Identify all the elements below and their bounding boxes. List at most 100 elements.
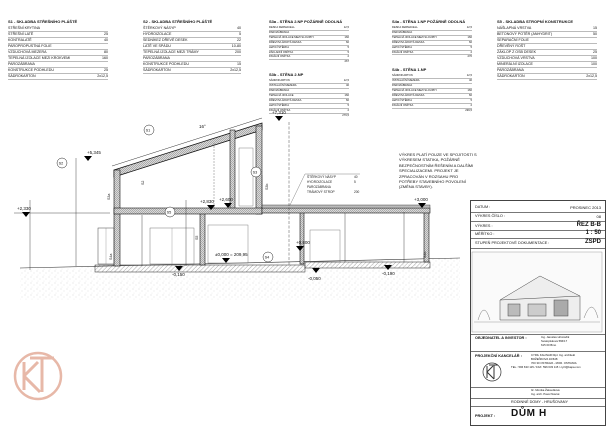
svg-text:5: 5 [354, 180, 356, 184]
spec-layer: PAROPROPUSTNÁ FOLIE [8, 44, 52, 48]
spec-thickness: 160 [102, 56, 108, 60]
svg-text:TRÁMOVÝ STROP: TRÁMOVÝ STROP [307, 190, 335, 194]
spec-row: ZÁKLADNÍ OMÍTKA 5 [269, 51, 349, 56]
spec-thickness: 40 [237, 26, 241, 30]
spec-layer: DESKA FERMACELL [392, 26, 418, 29]
kancelar-label: PROJEKČNÍ KANCELÁŘ : [475, 354, 522, 358]
svg-text:200: 200 [354, 190, 360, 194]
spec-title-s1: S1 - SKLADBA STŘEŠNÍHO PLÁŠTĚ [8, 19, 78, 24]
spec-thickness: 2 [470, 103, 473, 107]
spec-thickness: 25 [104, 68, 108, 72]
level-roof-top: +7,310 [272, 110, 286, 115]
spec-layer: SÁDROKARTON [269, 79, 290, 83]
spec-layer: INSTALAČNÍ MEZERA [392, 79, 420, 83]
spec-thickness: 5 [347, 50, 350, 54]
investor-line-2: Svatoplukova 566/17 [541, 339, 568, 343]
spec-row: VZDUCHOVÁ MEZERA 80 [8, 50, 108, 56]
windows [97, 147, 341, 265]
spec-layer: SÁDROKARTON [143, 68, 171, 72]
spec-thickness: 5 [347, 45, 350, 49]
spec-thickness: 40 [469, 79, 472, 83]
kancelar-line-1: CYRIL KALINAR Dipl. Ing. architekt [531, 353, 576, 357]
level-m005: -0,050 [308, 276, 321, 281]
investor-line-3: 615 00 Brno [541, 343, 557, 347]
spec-layer: PAROZÁBRANA [8, 62, 35, 66]
level-right-top: +3,000 [414, 197, 428, 202]
spec-layer: VZDUCHOVÁ MEZERA [8, 50, 47, 54]
spec-row: PAROZÁBRANA [497, 68, 597, 74]
spec-thickness: 5 [470, 45, 473, 49]
stupen-label: STUPEŇ PROJEKTOVÉ DOKUMENTACE : [475, 241, 550, 245]
spec-thickness: 160 [467, 35, 472, 39]
spec-layer: DESKA FERMACELL [269, 26, 295, 29]
spec-title-s4a: S4a - STĚNA 1.NP POŽÁRNĚ ODOLNÁ [392, 19, 466, 24]
spec-thickness: 40 [346, 84, 349, 88]
level-floor2: +2,830 [200, 199, 214, 204]
spec-row: LEPICÍ STĚRKA 5 [392, 46, 472, 51]
floors [113, 175, 431, 215]
pitched-roof [111, 117, 263, 210]
spec-layer: LEPICÍ STĚRKA [392, 45, 413, 49]
spec-title-s3b: S3b - STĚNA 2.NP [269, 72, 304, 78]
spec-row: PAROZÁBRANA [392, 84, 472, 90]
svg-text:HYDROIZOLACE: HYDROIZOLACE [307, 180, 332, 184]
spec-thickness: 200 [235, 50, 241, 54]
projekt-label: PROJEKT : [475, 414, 496, 418]
spec-layer: KONTRALATĚ [8, 38, 32, 42]
spec-layer: BETONOVÝ POTĚR (ANHYDRIT) [497, 32, 553, 36]
spec-thickness: 60 [346, 40, 349, 44]
vykres-value: ŘEZ B-B [576, 222, 601, 228]
spec-thickness: 50 [593, 32, 597, 36]
spec-layer: ZÁKLADNÍ OMÍTKA [269, 50, 294, 54]
level-m019: -0,190 [382, 271, 395, 276]
datum-label: DATUM : [475, 205, 491, 209]
spec-layer: MINERÁLNÍ IZOLACE [497, 62, 533, 66]
spec-title-s2: S2 - SKLADBA STŘEŠNÍHO PLÁŠTĚ [143, 19, 213, 24]
spec-row: PAROZÁBRANA [143, 56, 241, 62]
svg-text:S4: S4 [265, 255, 270, 259]
investor-label: OBJEDNATEL A INVESTOR : [475, 336, 527, 340]
spec-layer: LEPICÍ STĚRKA [269, 103, 290, 107]
svg-text:S1: S1 [146, 128, 151, 132]
spec-total: 279,5 [342, 113, 349, 117]
cislo-label: VÝKRES ČÍSLO : [475, 214, 505, 218]
title-block: DATUM : PROSINEC 2013 VÝKRES ČÍSLO : 08 … [470, 200, 606, 426]
vykres-label: VÝKRES : [475, 224, 493, 228]
spec-layer: SEDNÍKEZ DŘEVĚ DESEK [143, 38, 188, 42]
section-tags: S1 S2 S3 S4 S5 [56, 124, 274, 263]
spec-thickness: 60 [346, 98, 349, 102]
level-ground-mid: +0,800 [296, 240, 310, 245]
spec-thickness: 2x12,5 [586, 74, 597, 78]
spec-row: DŘEVĚNÝ ROŠT [497, 44, 597, 50]
house-sketch [471, 251, 603, 333]
spec-thickness: 12,5 [466, 74, 472, 78]
spec-thickness: 80 [104, 50, 108, 54]
company-logo [13, 351, 63, 401]
author-2: Ing. arch. Pavel Navrat [531, 392, 560, 396]
spec-layer: LATĚ VE SPÁDU [143, 44, 171, 48]
datum-value: PROSINEC 2013 [570, 205, 601, 210]
spec-thickness: 22 [237, 38, 241, 42]
kancelar-line-3: 700 30 OSTRAVA - MOR. OSTRAVA [531, 361, 577, 365]
spec-layer: KONSTRUKCE PODHLEDU [143, 62, 189, 66]
kancelar-line-4: TEL.: 596 633 115 / FAX: 596 633 115 / c… [511, 365, 581, 369]
